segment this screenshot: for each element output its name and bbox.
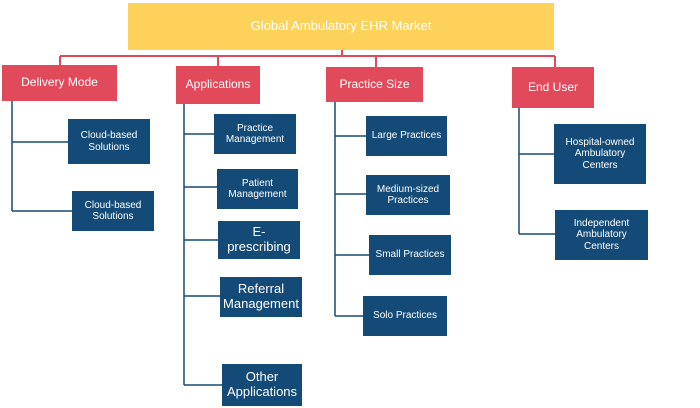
category-applications: Applications xyxy=(176,66,260,104)
leaf-large-practices: Large Practices xyxy=(366,116,447,156)
leaf-practice-management: Practice Management xyxy=(214,114,296,154)
leaf-e-prescribing: E-prescribing xyxy=(218,221,300,259)
leaf-other-applications: Other Applications xyxy=(222,364,302,406)
category-delivery-mode: Delivery Mode xyxy=(2,65,117,101)
root-node: Global Ambulatory EHR Market xyxy=(128,3,554,50)
leaf-hospital-owned-ambulatory-centers: Hospital-owned Ambulatory Centers xyxy=(554,124,646,184)
category-practice-size: Practice Size xyxy=(326,67,423,102)
leaf-solo-practices: Solo Practices xyxy=(363,296,447,336)
leaf-patient-management: Patient Management xyxy=(217,169,298,209)
root-connectors xyxy=(59,50,556,67)
branch-connectors xyxy=(11,101,555,386)
leaf-cloud-based-solutions: Cloud-based Solutions xyxy=(72,191,154,231)
leaf-small-practices: Small Practices xyxy=(369,235,451,275)
leaf-cloud-based-solutions: Cloud-based Solutions xyxy=(68,119,150,164)
leaf-medium-sized-practices: Medium-sized Practices xyxy=(366,175,450,215)
category-end-user: End User xyxy=(512,67,594,108)
leaf-independent-ambulatory-centers: Independent Ambulatory Centers xyxy=(555,210,648,260)
leaf-referral-management: Referral Management xyxy=(220,277,302,317)
